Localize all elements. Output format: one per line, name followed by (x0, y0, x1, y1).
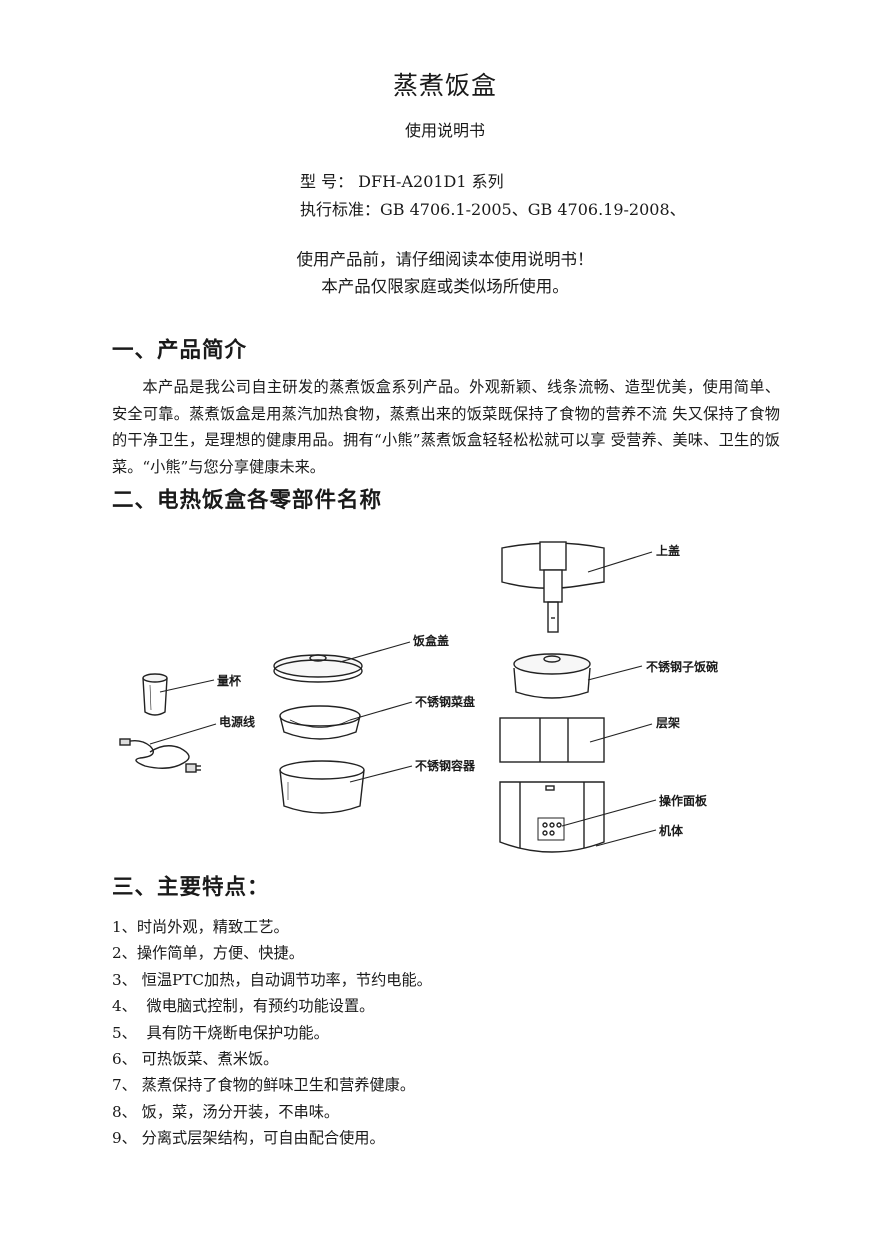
label-body: 机体 (659, 824, 684, 838)
label-rack: 层架 (656, 716, 681, 730)
dish-tray-illustration (279, 705, 361, 740)
feature-item: 1、时尚外观，精致工艺。 (112, 918, 289, 936)
container-illustration (279, 760, 365, 814)
box-lid-illustration (273, 654, 363, 683)
base-body-illustration (499, 781, 605, 853)
label-container: 不锈钢容器 (415, 759, 476, 773)
section-heading-parts: 二、电热饭盒各零部件名称 (112, 488, 383, 513)
feature-item: 6、 可热饭菜、煮米饭。 (112, 1049, 279, 1068)
label-control-panel: 操作面板 (659, 794, 708, 808)
top-cover-illustration (501, 541, 605, 633)
document-subtitle: 使用说明书 (404, 121, 485, 140)
label-measuring-cup: 量杯 (217, 674, 242, 688)
label-box-lid: 饭盒盖 (413, 634, 450, 648)
label-dish-tray: 不锈钢菜盘 (415, 695, 476, 709)
intro-paragraph: 本产品是我公司自主研发的蒸煮饭盒系列产品。外观新颖、线条流畅、造型优美，使用简单… (112, 378, 780, 476)
parts-diagram (119, 541, 657, 853)
label-steel-bowl: 不锈钢子饭碗 (646, 660, 719, 674)
power-cord-illustration (119, 738, 201, 773)
notice-household-use: 本产品仅限家庭或类似场所使用。 (321, 277, 569, 296)
model-line: 型 号： DFH-A201D1 系列 (300, 172, 504, 191)
section-heading-intro: 一、产品简介 (112, 338, 248, 363)
label-top-cover: 上盖 (656, 544, 681, 558)
measuring-cup-illustration (142, 673, 168, 716)
feature-item: 5、 具有防干烧断电保护功能。 (112, 1023, 329, 1042)
feature-item: 2、操作简单，方便、快捷。 (112, 944, 304, 963)
feature-item: 8、 饭，菜，汤分开装，不串味。 (112, 1102, 340, 1121)
feature-item: 9、 分离式层架结构，可自由配合使用。 (112, 1129, 385, 1148)
standard-line: 执行标准：GB 4706.1-2005、GB 4706.19-2008、 (300, 200, 686, 219)
section-heading-features: 三、主要特点： (112, 875, 270, 900)
features-list: 1、时尚外观，精致工艺。 2、操作简单，方便、快捷。 3、 恒温PTC加热，自动… (112, 914, 432, 1152)
notice-read-manual: 使用产品前，请仔细阅读本使用说明书！ (296, 250, 594, 269)
feature-item: 3、 恒温PTC加热，自动调节功率，节约电能。 (112, 970, 432, 989)
document-title: 蒸煮饭盒 (392, 71, 497, 100)
leader-lines (149, 551, 657, 847)
feature-item: 4、 微电脑式控制，有预约功能设置。 (112, 997, 375, 1016)
rack-illustration (499, 717, 605, 763)
label-power-cord: 电源线 (219, 715, 256, 729)
steel-bowl-illustration (513, 653, 591, 699)
feature-item: 7、 蒸煮保持了食物的鲜味卫生和营养健康。 (112, 1076, 416, 1095)
